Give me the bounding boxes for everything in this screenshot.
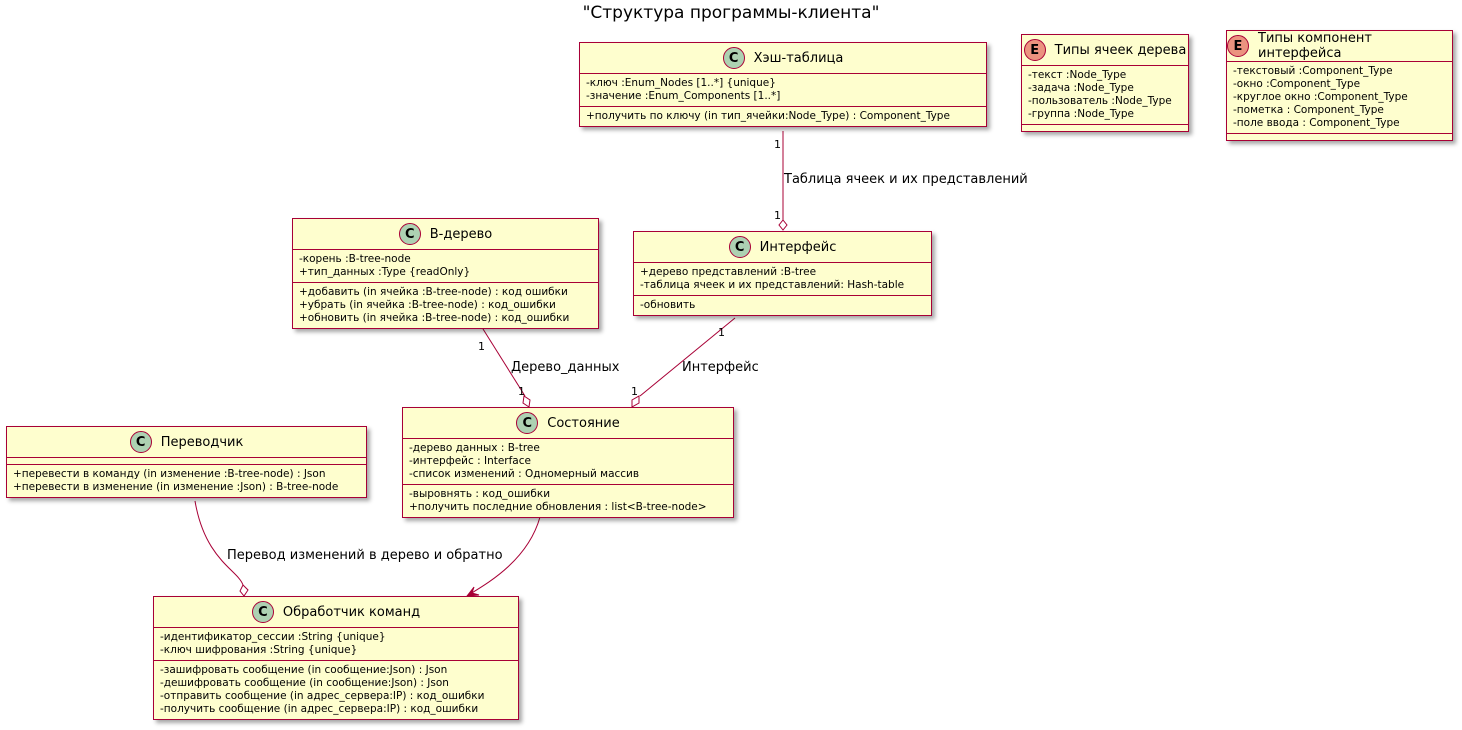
method: -обновить	[640, 299, 696, 311]
attribute: +тип_данных :Type {readOnly}	[299, 266, 471, 278]
method: +обновить (in ячейка :B-tree-node) : код…	[299, 312, 570, 324]
enum-value: -поле ввода : Component_Type	[1233, 117, 1400, 129]
enum-value: -задача :Node_Type	[1028, 82, 1134, 94]
mult-interface-side: 1	[718, 326, 725, 339]
methods: -зашифровать сообщение (in сообщение:Jso…	[154, 660, 518, 719]
enum-value: -пометка : Component_Type	[1233, 104, 1384, 116]
diamond-hash-interface	[778, 219, 788, 231]
relation-label-btree-state: Дерево_данных	[511, 360, 620, 375]
class-translator[interactable]: C Переводчик +перевести в команду (in из…	[6, 426, 367, 498]
class-hash-table[interactable]: C Хэш-таблица -ключ :Enum_Nodes [1..*] {…	[579, 42, 987, 127]
methods: +добавить (in ячейка :B-tree-node) : код…	[293, 282, 598, 328]
attribute: -таблица ячеек и их представлений: Hash-…	[640, 279, 905, 291]
class-icon: C	[398, 223, 421, 245]
relation-label-translator-handler: Перевод изменений в дерево и обратно	[227, 548, 503, 563]
class-name: Хэш-таблица	[753, 50, 844, 66]
mult-btree-side: 1	[478, 340, 485, 353]
enum-value: -круглое окно :Component_Type	[1233, 91, 1408, 103]
attributes: -идентификатор_сессии :String {unique} -…	[154, 628, 518, 660]
method: +убрать (in ячейка :B-tree-node) : код_о…	[299, 299, 556, 311]
arrowhead-state-handler	[465, 586, 480, 597]
link-translator-handler	[194, 500, 244, 586]
attributes: -дерево данных : B-tree -интерфейс : Int…	[403, 439, 733, 484]
enum-value: -текст :Node_Type	[1028, 69, 1127, 81]
link-state-handler	[469, 516, 541, 595]
class-icon: C	[722, 47, 745, 69]
class-name: Интерфейс	[759, 239, 837, 255]
attributes: -ключ :Enum_Nodes [1..*] {unique} -значе…	[580, 74, 986, 106]
attribute: -идентификатор_сессии :String {unique}	[160, 631, 386, 643]
diagram-title: "Структура программы-клиента"	[582, 3, 880, 23]
mult-hash-side: 1	[774, 138, 781, 151]
enum-values: -текст :Node_Type -задача :Node_Type -по…	[1022, 66, 1188, 124]
method: +перевести в изменение (in изменение :Js…	[13, 481, 339, 493]
link-btree-state	[482, 328, 526, 397]
enum-name: Типы ячеек дерева	[1054, 42, 1187, 58]
method: -зашифровать сообщение (in сообщение:Jso…	[160, 664, 448, 676]
attributes: -корень :B-tree-node +тип_данных :Type {…	[293, 250, 598, 282]
methods: +получить по ключу (in тип_ячейки:Node_T…	[580, 106, 986, 126]
attribute: -дерево данных : B-tree	[409, 442, 540, 454]
enum-value: -окно :Component_Type	[1233, 78, 1361, 90]
attribute: -интерфейс : Interface	[409, 455, 531, 467]
link-interface-state	[639, 317, 736, 397]
class-interface[interactable]: C Интерфейс +дерево представлений :B-tre…	[633, 231, 932, 316]
attribute: -корень :B-tree-node	[299, 253, 411, 265]
class-command-handler[interactable]: C Обработчик команд -идентификатор_сесси…	[153, 596, 519, 720]
enum-icon: E	[1227, 35, 1249, 57]
class-name: Состояние	[547, 415, 620, 431]
enum-node-types[interactable]: E Типы ячеек дерева -текст :Node_Type -з…	[1021, 34, 1189, 132]
class-icon: C	[251, 601, 274, 623]
class-name: Переводчик	[160, 434, 244, 450]
methods: +перевести в команду (in изменение :B-tr…	[7, 464, 366, 497]
diamond-btree-state	[522, 395, 531, 408]
enum-value: -пользователь :Node_Type	[1028, 95, 1172, 107]
methods: -обновить	[634, 295, 931, 315]
class-name: B-дерево	[429, 226, 493, 242]
enum-component-types[interactable]: E Типы компонент интерфейса -текстовый :…	[1226, 30, 1453, 141]
method: +перевести в команду (in изменение :B-tr…	[13, 468, 326, 480]
attribute: -значение :Enum_Components [1..*]	[586, 90, 781, 102]
diamond-translator-handler	[239, 584, 249, 597]
mult-state-left: 1	[518, 385, 525, 398]
method: +добавить (in ячейка :B-tree-node) : код…	[299, 286, 568, 298]
attribute: +дерево представлений :B-tree	[640, 266, 817, 278]
method: -выровнять : код_ошибки	[409, 488, 551, 500]
attribute: -ключ шифрования :String {unique}	[160, 644, 358, 656]
mult-state-right: 1	[631, 385, 638, 398]
attributes: +дерево представлений :B-tree -таблица я…	[634, 263, 931, 295]
class-btree[interactable]: C B-дерево -корень :B-tree-node +тип_дан…	[292, 218, 599, 329]
method: -дешифровать сообщение (in сообщение:Jso…	[160, 677, 449, 689]
relation-label-interface-state: Интерфейс	[682, 360, 759, 375]
empty-section	[1227, 133, 1452, 140]
methods: -выровнять : код_ошибки +получить послед…	[403, 484, 733, 517]
enum-value: -группа :Node_Type	[1028, 108, 1134, 120]
mult-interface-top: 1	[774, 209, 781, 222]
method: +получить по ключу (in тип_ячейки:Node_T…	[586, 110, 950, 122]
enum-name: Типы компонент интерфейса	[1258, 31, 1372, 61]
class-icon: C	[728, 236, 751, 258]
enum-values: -текстовый :Component_Type -окно :Compon…	[1227, 62, 1452, 133]
relation-label-hash-interface: Таблица ячеек и их представлений	[784, 172, 1028, 187]
enum-icon: E	[1023, 39, 1046, 61]
empty-section	[1022, 124, 1188, 131]
method: +получить последние обновления : list<B-…	[409, 501, 707, 513]
class-name: Обработчик команд	[282, 604, 421, 620]
class-icon: C	[129, 431, 152, 453]
method: -отправить сообщение (in адрес_сервера:I…	[160, 690, 485, 702]
attribute: -список изменений : Одномерный массив	[409, 468, 640, 480]
method: -получить сообщение (in адрес_сервера:IP…	[160, 703, 479, 715]
diamond-interface-state	[631, 395, 640, 408]
enum-value: -текстовый :Component_Type	[1233, 65, 1393, 77]
class-icon: C	[516, 412, 539, 434]
class-state[interactable]: C Состояние -дерево данных : B-tree -инт…	[402, 407, 734, 518]
attribute: -ключ :Enum_Nodes [1..*] {unique}	[586, 77, 776, 89]
